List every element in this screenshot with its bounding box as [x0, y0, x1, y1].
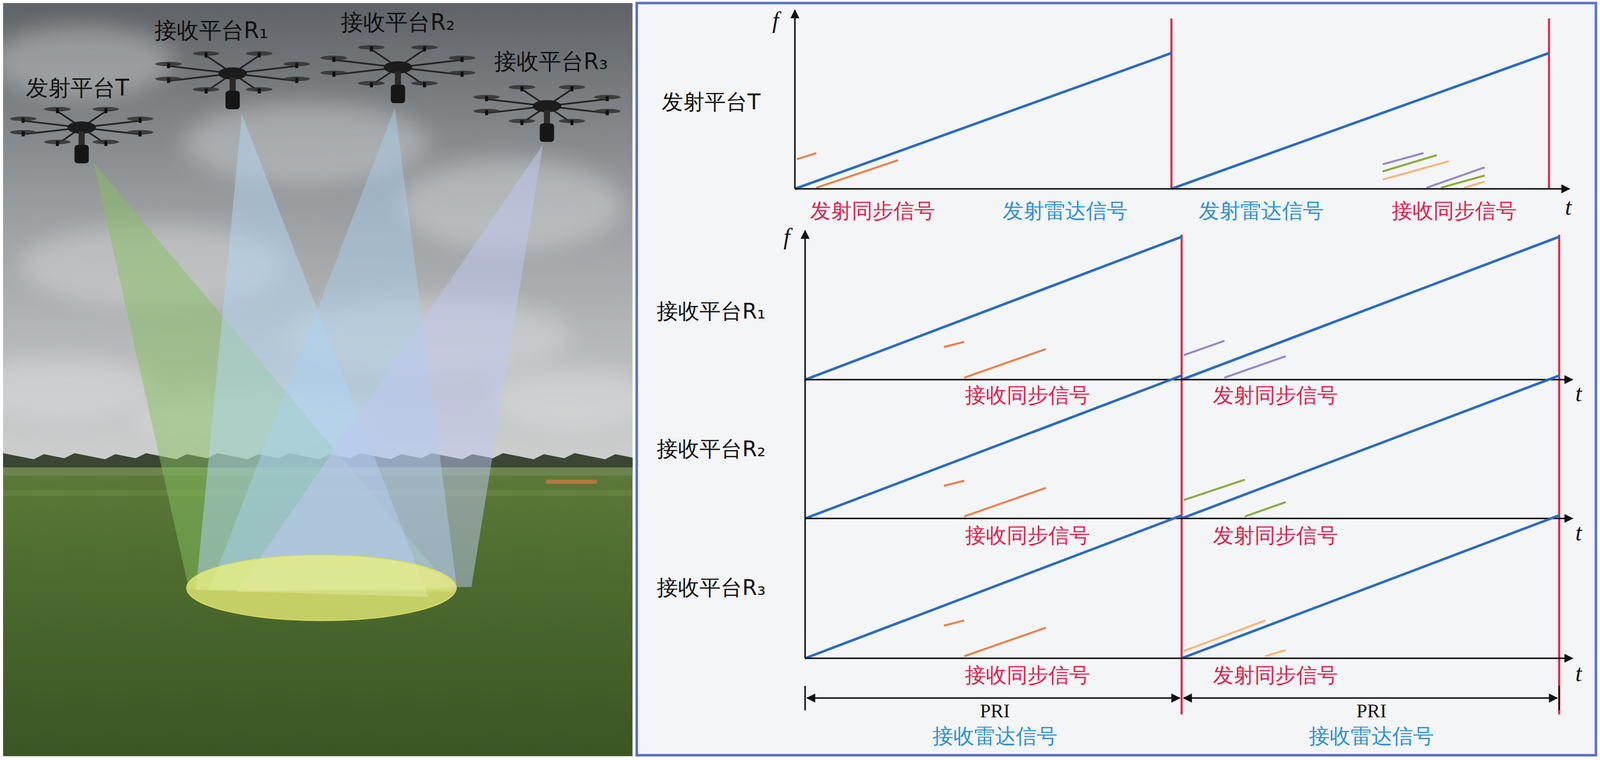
sync-chirp — [1441, 175, 1485, 188]
axis-label: t — [1573, 519, 1584, 547]
sync-chirp — [1244, 501, 1286, 517]
drone — [10, 106, 154, 164]
axis — [794, 187, 1570, 190]
sync-chirp — [964, 348, 1046, 378]
platform-label: 接收平台R₁ — [654, 299, 768, 324]
signal-label: 接收雷达信号 — [1306, 724, 1436, 749]
signal-label: 接收雷达信号 — [930, 724, 1060, 749]
platform-label: 接收平台R₂ — [654, 436, 768, 462]
sync-chirp — [1183, 340, 1225, 356]
radar-chirp — [1171, 52, 1549, 189]
sync-chirp — [1224, 356, 1287, 378]
platform-label: 接收平台R₃ — [492, 48, 611, 75]
pri-boundary — [1170, 18, 1173, 189]
signal-label: 接收同步信号 — [963, 663, 1093, 688]
platform-label: 发射平台T — [23, 74, 132, 101]
axis-label: t — [1562, 193, 1574, 221]
pri-boundary — [1180, 234, 1183, 715]
interval-label: PRI — [1354, 699, 1389, 723]
pri-arrow — [1183, 697, 1557, 699]
sync-chirp — [796, 152, 817, 159]
signal-label: 接收同步信号 — [1389, 199, 1519, 223]
pri-boundary — [1548, 18, 1551, 189]
pri-boundary — [1558, 234, 1561, 715]
signal-label: 发射雷达信号 — [1196, 199, 1326, 223]
axis — [805, 517, 1573, 520]
radar-chirp — [805, 375, 1182, 519]
signal-label: 发射雷达信号 — [1000, 199, 1130, 223]
sync-chirp — [1183, 620, 1266, 651]
platform-label: 发射平台T — [659, 89, 763, 115]
sync-chirp — [943, 620, 965, 626]
sync-chirp — [1382, 161, 1450, 180]
sync-chirp — [964, 627, 1046, 656]
axis-label: t — [1573, 659, 1584, 687]
radar-chirp — [794, 52, 1172, 189]
sync-chirp — [1265, 650, 1286, 657]
sync-chirp — [964, 487, 1046, 517]
sync-chirp — [1382, 152, 1424, 165]
time-frequency-panel — [636, 3, 1596, 756]
sync-chirp — [816, 160, 899, 188]
signal-label: 发射同步信号 — [1210, 523, 1340, 548]
radar-chirp — [805, 515, 1182, 659]
tick — [1558, 685, 1560, 711]
sync-chirp — [943, 480, 965, 486]
axis — [793, 10, 796, 189]
axis-label: f — [781, 223, 792, 251]
axis — [804, 230, 807, 659]
pri-arrow — [807, 697, 1180, 699]
axis-label: t — [1573, 380, 1584, 408]
drone — [320, 45, 476, 104]
axis-label: f — [770, 7, 781, 35]
signal-label: 接收同步信号 — [963, 384, 1093, 408]
radar-chirp — [1181, 236, 1559, 380]
signal-label: 发射同步信号 — [808, 199, 938, 223]
interval-label: PRI — [977, 699, 1012, 723]
drone — [473, 84, 621, 142]
sync-chirp — [943, 341, 965, 347]
sync-chirp — [1464, 181, 1485, 188]
tick — [804, 685, 807, 711]
axis — [805, 657, 1573, 659]
drone — [155, 51, 311, 110]
sync-chirp — [1382, 154, 1437, 172]
signal-label: 接收同步信号 — [963, 523, 1093, 548]
radar-chirp — [1181, 375, 1559, 519]
radar-chirp — [1181, 515, 1559, 659]
signal-label: 发射同步信号 — [1210, 663, 1340, 688]
scene-illustration — [3, 3, 633, 757]
platform-label: 接收平台R₂ — [338, 9, 457, 36]
radar-chirp — [805, 236, 1182, 380]
signal-label: 发射同步信号 — [1210, 384, 1340, 408]
sync-chirp — [1183, 479, 1245, 500]
sync-chirp — [1426, 167, 1485, 188]
axis — [805, 378, 1573, 381]
platform-label: 接收平台R₁ — [152, 17, 271, 44]
platform-label: 接收平台R₃ — [654, 575, 768, 600]
